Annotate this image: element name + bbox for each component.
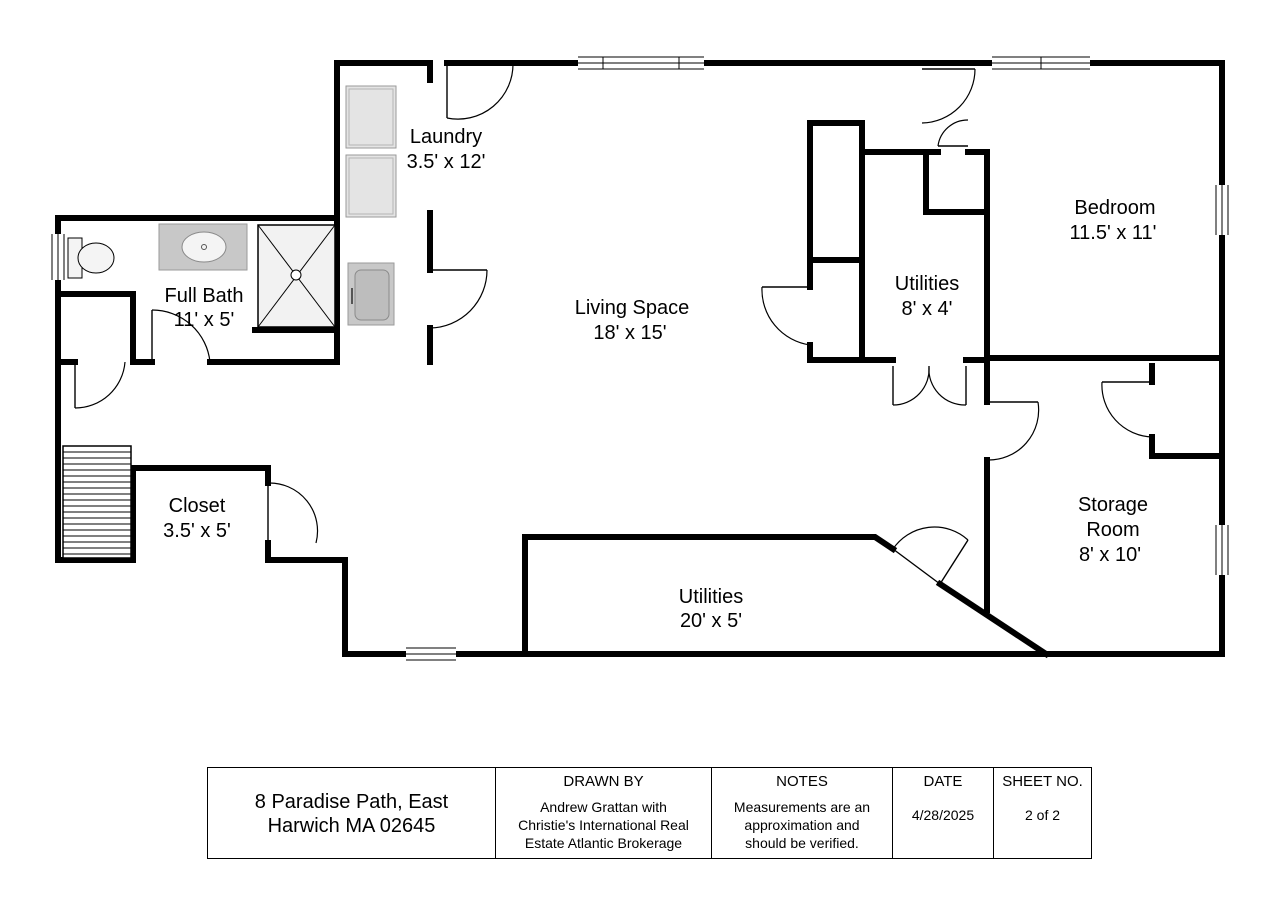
date-cell: DATE 4/28/2025 bbox=[892, 767, 994, 859]
sheet-cell: SHEET NO. 2 of 2 bbox=[993, 767, 1092, 859]
title-block: 8 Paradise Path, East Harwich MA 02645 D… bbox=[207, 767, 1092, 859]
fixtures bbox=[62, 85, 397, 559]
door-storage bbox=[986, 401, 1040, 461]
windows bbox=[51, 56, 1229, 661]
washer-icon bbox=[345, 85, 397, 149]
door-storage-closet bbox=[1101, 381, 1153, 438]
window-bedroom-right bbox=[1215, 185, 1229, 235]
drawn-by-line-3: Estate Atlantic Brokerage bbox=[524, 835, 683, 851]
window-living-top bbox=[578, 56, 704, 70]
room-name-bedroom: Bedroom bbox=[1074, 197, 1155, 219]
door-bath bbox=[151, 309, 211, 363]
room-name-living-space: Living Space bbox=[575, 297, 690, 319]
room-name-closet: Closet bbox=[169, 495, 226, 517]
exterior-walls bbox=[55, 60, 1225, 657]
window-living-bottom bbox=[406, 647, 456, 661]
shower-icon bbox=[257, 224, 336, 328]
room-name-storage-line1: Storage bbox=[1078, 494, 1148, 516]
room-dims-laundry: 3.5' x 12' bbox=[407, 151, 486, 173]
door-utilities-double bbox=[892, 365, 967, 406]
dryer-icon bbox=[345, 154, 397, 218]
room-dims-living-space: 18' x 15' bbox=[593, 322, 666, 344]
room-dims-utilities-small: 8' x 4' bbox=[902, 298, 953, 320]
doors bbox=[74, 62, 1153, 585]
door-utilities-small bbox=[761, 286, 811, 346]
door-closet bbox=[267, 482, 319, 544]
sheet-value: 2 of 2 bbox=[1024, 807, 1061, 823]
date-value: 4/28/2025 bbox=[911, 807, 975, 823]
door-hall-closet bbox=[74, 361, 126, 409]
sheet-label: SHEET NO. bbox=[1002, 773, 1083, 790]
room-dims-storage: 8' x 10' bbox=[1079, 544, 1141, 566]
drawn-by-line-1: Andrew Grattan with bbox=[540, 799, 667, 815]
date-label: DATE bbox=[923, 773, 963, 790]
address-line-2: Harwich MA 02645 bbox=[267, 815, 436, 837]
room-name-utilities-large: Utilities bbox=[679, 586, 743, 608]
room-dims-full-bath: 11' x 5' bbox=[174, 309, 235, 331]
room-dims-closet: 3.5' x 5' bbox=[163, 520, 231, 542]
address-cell: 8 Paradise Path, East Harwich MA 02645 bbox=[207, 767, 496, 859]
room-name-full-bath: Full Bath bbox=[165, 285, 244, 307]
notes-cell: NOTES Measurements are an approximation … bbox=[711, 767, 893, 859]
toilet-icon bbox=[67, 237, 115, 279]
drawn-by-cell: DRAWN BY Andrew Grattan with Christie's … bbox=[495, 767, 712, 859]
window-storage-right bbox=[1215, 525, 1229, 575]
room-name-laundry: Laundry bbox=[410, 126, 482, 148]
notes-line-3: should be verified. bbox=[745, 835, 859, 851]
room-dims-bedroom: 11.5' x 11' bbox=[1070, 222, 1157, 244]
notes-line-1: Measurements are an bbox=[733, 799, 871, 815]
window-bath-left bbox=[51, 234, 65, 280]
door-bedroom bbox=[921, 68, 976, 124]
drawn-by-label: DRAWN BY bbox=[563, 773, 644, 790]
utility-sink-icon bbox=[347, 262, 395, 326]
notes-line-2: approximation and bbox=[744, 817, 860, 833]
vanity-sink-icon bbox=[158, 223, 248, 271]
drawn-by-line-2: Christie's International Real bbox=[518, 817, 689, 833]
notes-label: NOTES bbox=[776, 773, 828, 790]
room-name-storage-line2: Room bbox=[1086, 519, 1139, 541]
interior-walls bbox=[55, 120, 1225, 659]
door-laundry-side bbox=[429, 269, 488, 329]
room-dims-utilities-large: 20' x 5' bbox=[680, 610, 742, 632]
room-labels: Laundry 3.5' x 12' Full Bath 11' x 5' Li… bbox=[163, 126, 1156, 632]
window-bedroom-top bbox=[992, 56, 1090, 70]
door-utilities-large bbox=[892, 526, 969, 585]
door-laundry-entry bbox=[446, 62, 514, 120]
room-name-utilities-small: Utilities bbox=[895, 273, 959, 295]
staircase-icon bbox=[62, 445, 132, 559]
address-line-1: 8 Paradise Path, East bbox=[254, 791, 449, 813]
door-bedroom-closet bbox=[937, 119, 969, 147]
